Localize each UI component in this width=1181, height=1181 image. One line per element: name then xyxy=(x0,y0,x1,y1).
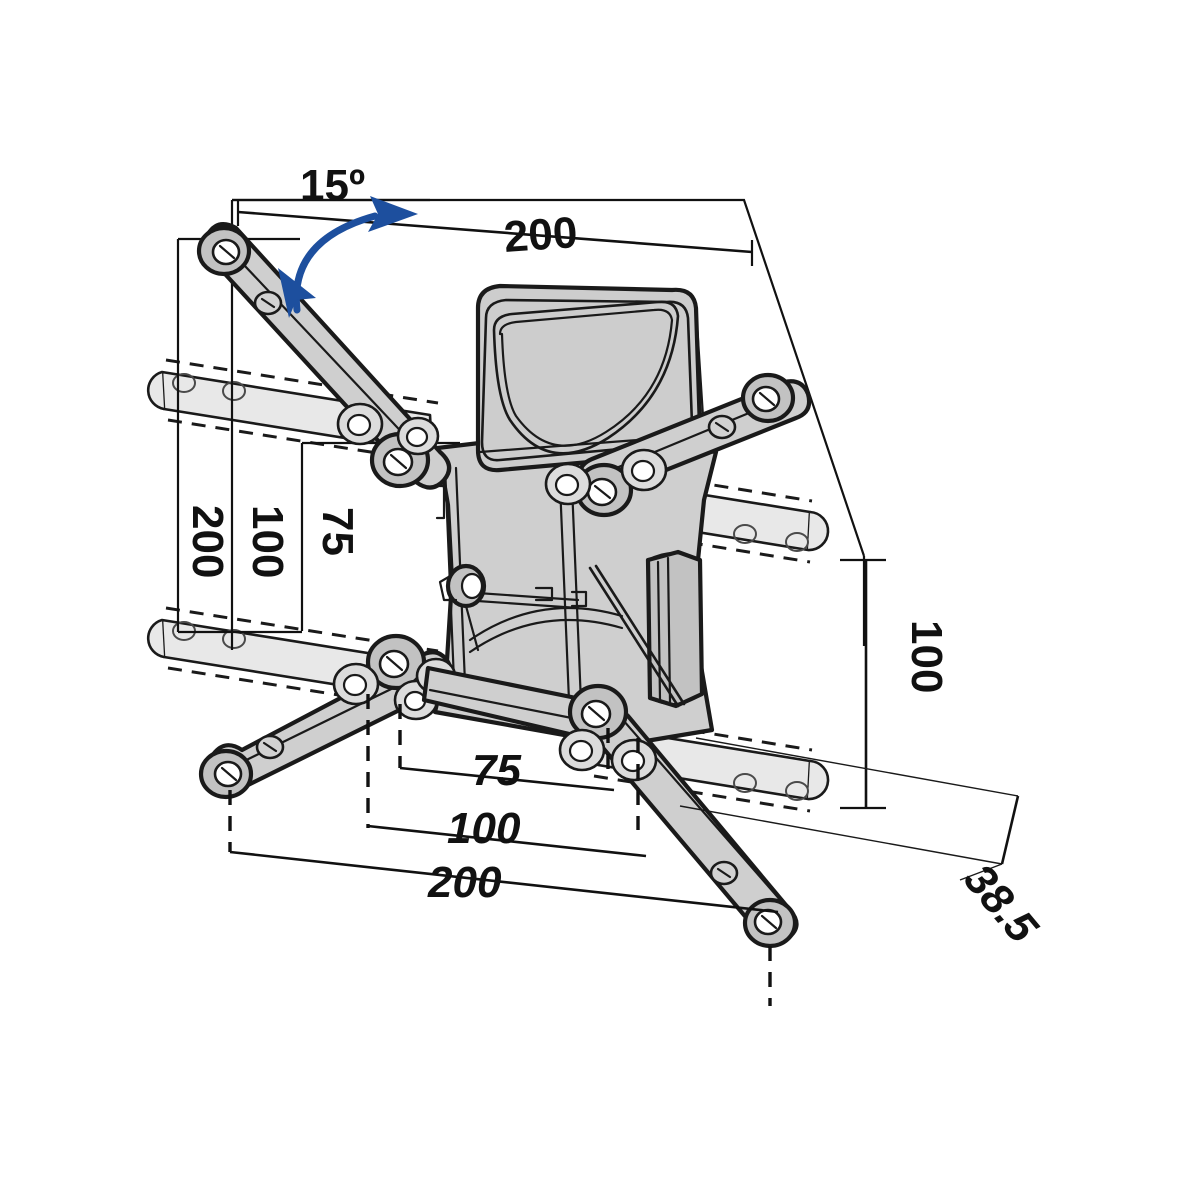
tilt-arrow-head-lower xyxy=(278,268,316,318)
tilt-angle-indicator xyxy=(278,196,418,318)
label-depth-38-5: 38.5 xyxy=(954,855,1047,953)
arm-upper-left-inner-edge xyxy=(226,246,430,462)
arm-upper-right xyxy=(544,372,812,518)
dim-line-top-200 xyxy=(237,210,753,254)
tilt-post-cap xyxy=(646,551,702,562)
label-vertical-75: 75 xyxy=(313,507,362,556)
dimension-lines-group xyxy=(228,200,1020,1006)
dim-leader-38-5 xyxy=(959,863,1003,881)
label-top-200: 200 xyxy=(502,208,579,262)
joint-cluster-upper-left xyxy=(336,402,440,489)
top-housing-side-edge xyxy=(694,306,706,434)
diagonal-strut-2 xyxy=(594,564,686,706)
pivot-hub-arm xyxy=(464,604,480,652)
dim-line-bottom-75 xyxy=(399,766,615,792)
label-depth-100: 100 xyxy=(902,620,951,693)
label-bottom-75: 75 xyxy=(472,746,521,795)
top-housing-cutout-inner xyxy=(498,308,674,447)
top-housing-cutout xyxy=(492,300,680,455)
backplate-crossbar-2 xyxy=(461,598,580,610)
backplate-clip xyxy=(570,590,588,608)
backplate-hook-lower xyxy=(534,586,554,602)
top-housing-group xyxy=(475,283,706,473)
backplate-rail-left-3 xyxy=(558,482,572,727)
diagonal-strut xyxy=(588,566,680,708)
dim-line-38-5-a xyxy=(695,737,1019,797)
label-vertical-100: 100 xyxy=(243,505,292,578)
tilt-post xyxy=(645,549,705,709)
label-vertical-200: 200 xyxy=(183,505,232,578)
label-bottom-200: 200 xyxy=(427,858,502,907)
label-bottom-100: 100 xyxy=(447,804,521,853)
label-tilt-angle: 15º xyxy=(300,161,365,210)
backplate-recess-2 xyxy=(468,618,624,654)
tilt-post-edge-2 xyxy=(666,556,672,704)
extension-lines-group xyxy=(176,198,866,650)
tilt-arrow-head-upper xyxy=(368,196,418,232)
ext-box-top xyxy=(232,198,866,557)
backplate-hook-upper xyxy=(435,484,446,520)
pivot-hub-shade xyxy=(438,573,458,602)
dim-line-38-5-diag xyxy=(1000,795,1020,865)
backplate-recess xyxy=(468,606,624,642)
dim-line-bottom-100 xyxy=(367,824,647,858)
center-pivot-hub xyxy=(438,563,487,652)
dim-line-bottom-200 xyxy=(229,850,779,914)
central-backplate-group xyxy=(409,429,719,745)
dim-line-38-5-b xyxy=(679,805,1003,865)
arm-upper-left xyxy=(196,222,452,490)
